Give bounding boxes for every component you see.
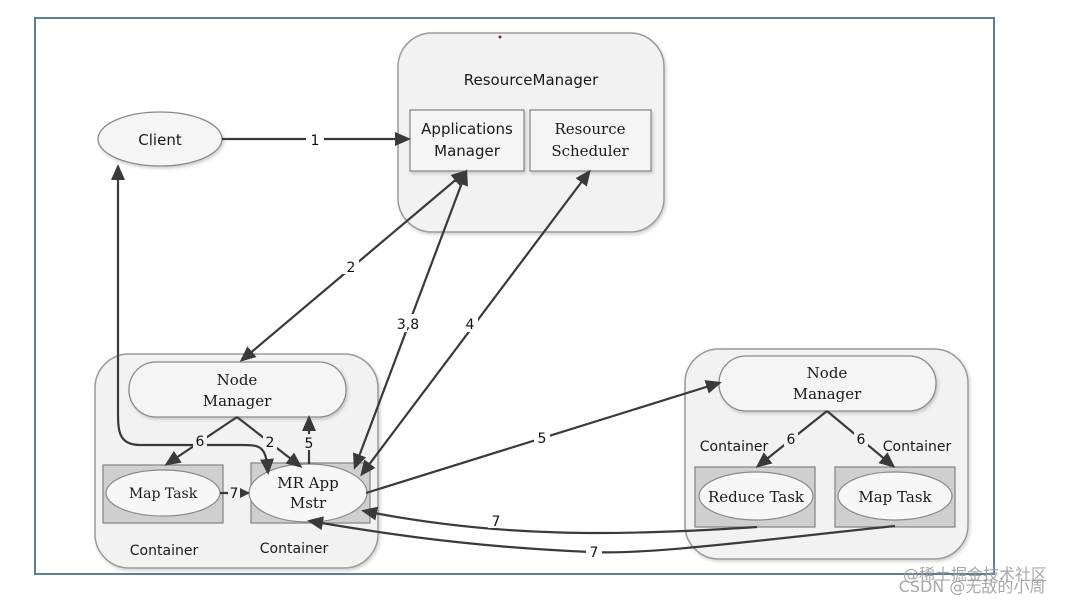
right-map-task-ellipse — [837, 471, 953, 521]
edge-reduce-to-mr — [361, 506, 758, 535]
edge-label-bg — [263, 433, 277, 449]
applications-manager-line1: Applications — [421, 120, 513, 138]
watermark-csdn: CSDN @无敌的小周 — [899, 577, 1046, 596]
edge-label-bg — [586, 544, 602, 560]
left-container-label-1: Container — [130, 543, 199, 559]
watermark-juejin: @稀土掘金技术社区 — [903, 565, 1047, 584]
left-node-group: Node Manager Map Task MR App Mstr Contai… — [94, 353, 379, 569]
edge-label-5a: 5 — [538, 431, 547, 447]
resource-scheduler-line1: Resource — [554, 120, 625, 138]
applications-manager-box — [409, 109, 525, 172]
edge-label-bg — [534, 430, 550, 446]
left-container-label-2: Container — [260, 541, 329, 557]
right-node-manager-line1: Node — [807, 364, 848, 382]
right-container-label-1: Container — [700, 439, 769, 455]
edge-label-1: 1 — [311, 133, 320, 149]
client-node: Client — [97, 111, 223, 167]
edge-label-5b: 5 — [305, 436, 314, 452]
edge-label-bg — [302, 434, 316, 450]
reduce-task-ellipse — [698, 471, 814, 521]
mr-app-master-ellipse — [248, 463, 368, 523]
edge-label-bg — [228, 485, 240, 501]
right-node-manager-line2: Manager — [793, 385, 862, 403]
edge-label-bg — [193, 432, 207, 448]
resource-manager-title: ResourceManager — [464, 71, 599, 89]
edge-label-6a: 6 — [196, 434, 205, 450]
edge-label-2b: 2 — [266, 435, 275, 451]
edges: 1 2 3,8 4 5 5 2 6 6 — [111, 131, 896, 561]
right-container-label-2: Container — [883, 439, 952, 455]
edge-label-bg — [462, 314, 478, 332]
edge-label-7b: 7 — [492, 514, 501, 530]
edge-label-7c: 7 — [590, 545, 599, 561]
left-map-task-label: Map Task — [129, 486, 198, 502]
right-map-task-label: Map Task — [858, 488, 932, 506]
edge-label-4: 4 — [466, 317, 475, 333]
edge-label-6b: 6 — [787, 432, 796, 448]
right-node-group: Node Manager Container Container Reduce … — [684, 348, 969, 560]
cursor-dot — [498, 35, 502, 39]
resource-scheduler-line2: Scheduler — [551, 142, 629, 160]
applications-manager-line2: Manager — [434, 142, 501, 160]
edge-mr-to-client — [111, 164, 275, 475]
edge-label-bg — [306, 131, 324, 147]
edge-label-bg — [784, 430, 798, 446]
edge-label-bg — [488, 512, 504, 528]
edge-label-3-8: 3,8 — [397, 317, 419, 333]
resource-manager-group: ResourceManager Applications Manager Res… — [397, 32, 665, 233]
edge-label-2: 2 — [347, 260, 356, 276]
mr-app-master-line1: MR App — [277, 474, 338, 492]
edge-label-bg — [854, 430, 868, 446]
mr-app-master-line2: Mstr — [290, 494, 327, 512]
left-node-manager-line1: Node — [217, 371, 258, 389]
client-label: Client — [138, 131, 182, 149]
reduce-task-label: Reduce Task — [708, 488, 805, 506]
left-node-manager-line2: Manager — [203, 392, 272, 410]
resource-scheduler-box — [529, 109, 652, 172]
edge-label-7a: 7 — [230, 486, 239, 502]
edge-label-6c: 6 — [857, 432, 866, 448]
